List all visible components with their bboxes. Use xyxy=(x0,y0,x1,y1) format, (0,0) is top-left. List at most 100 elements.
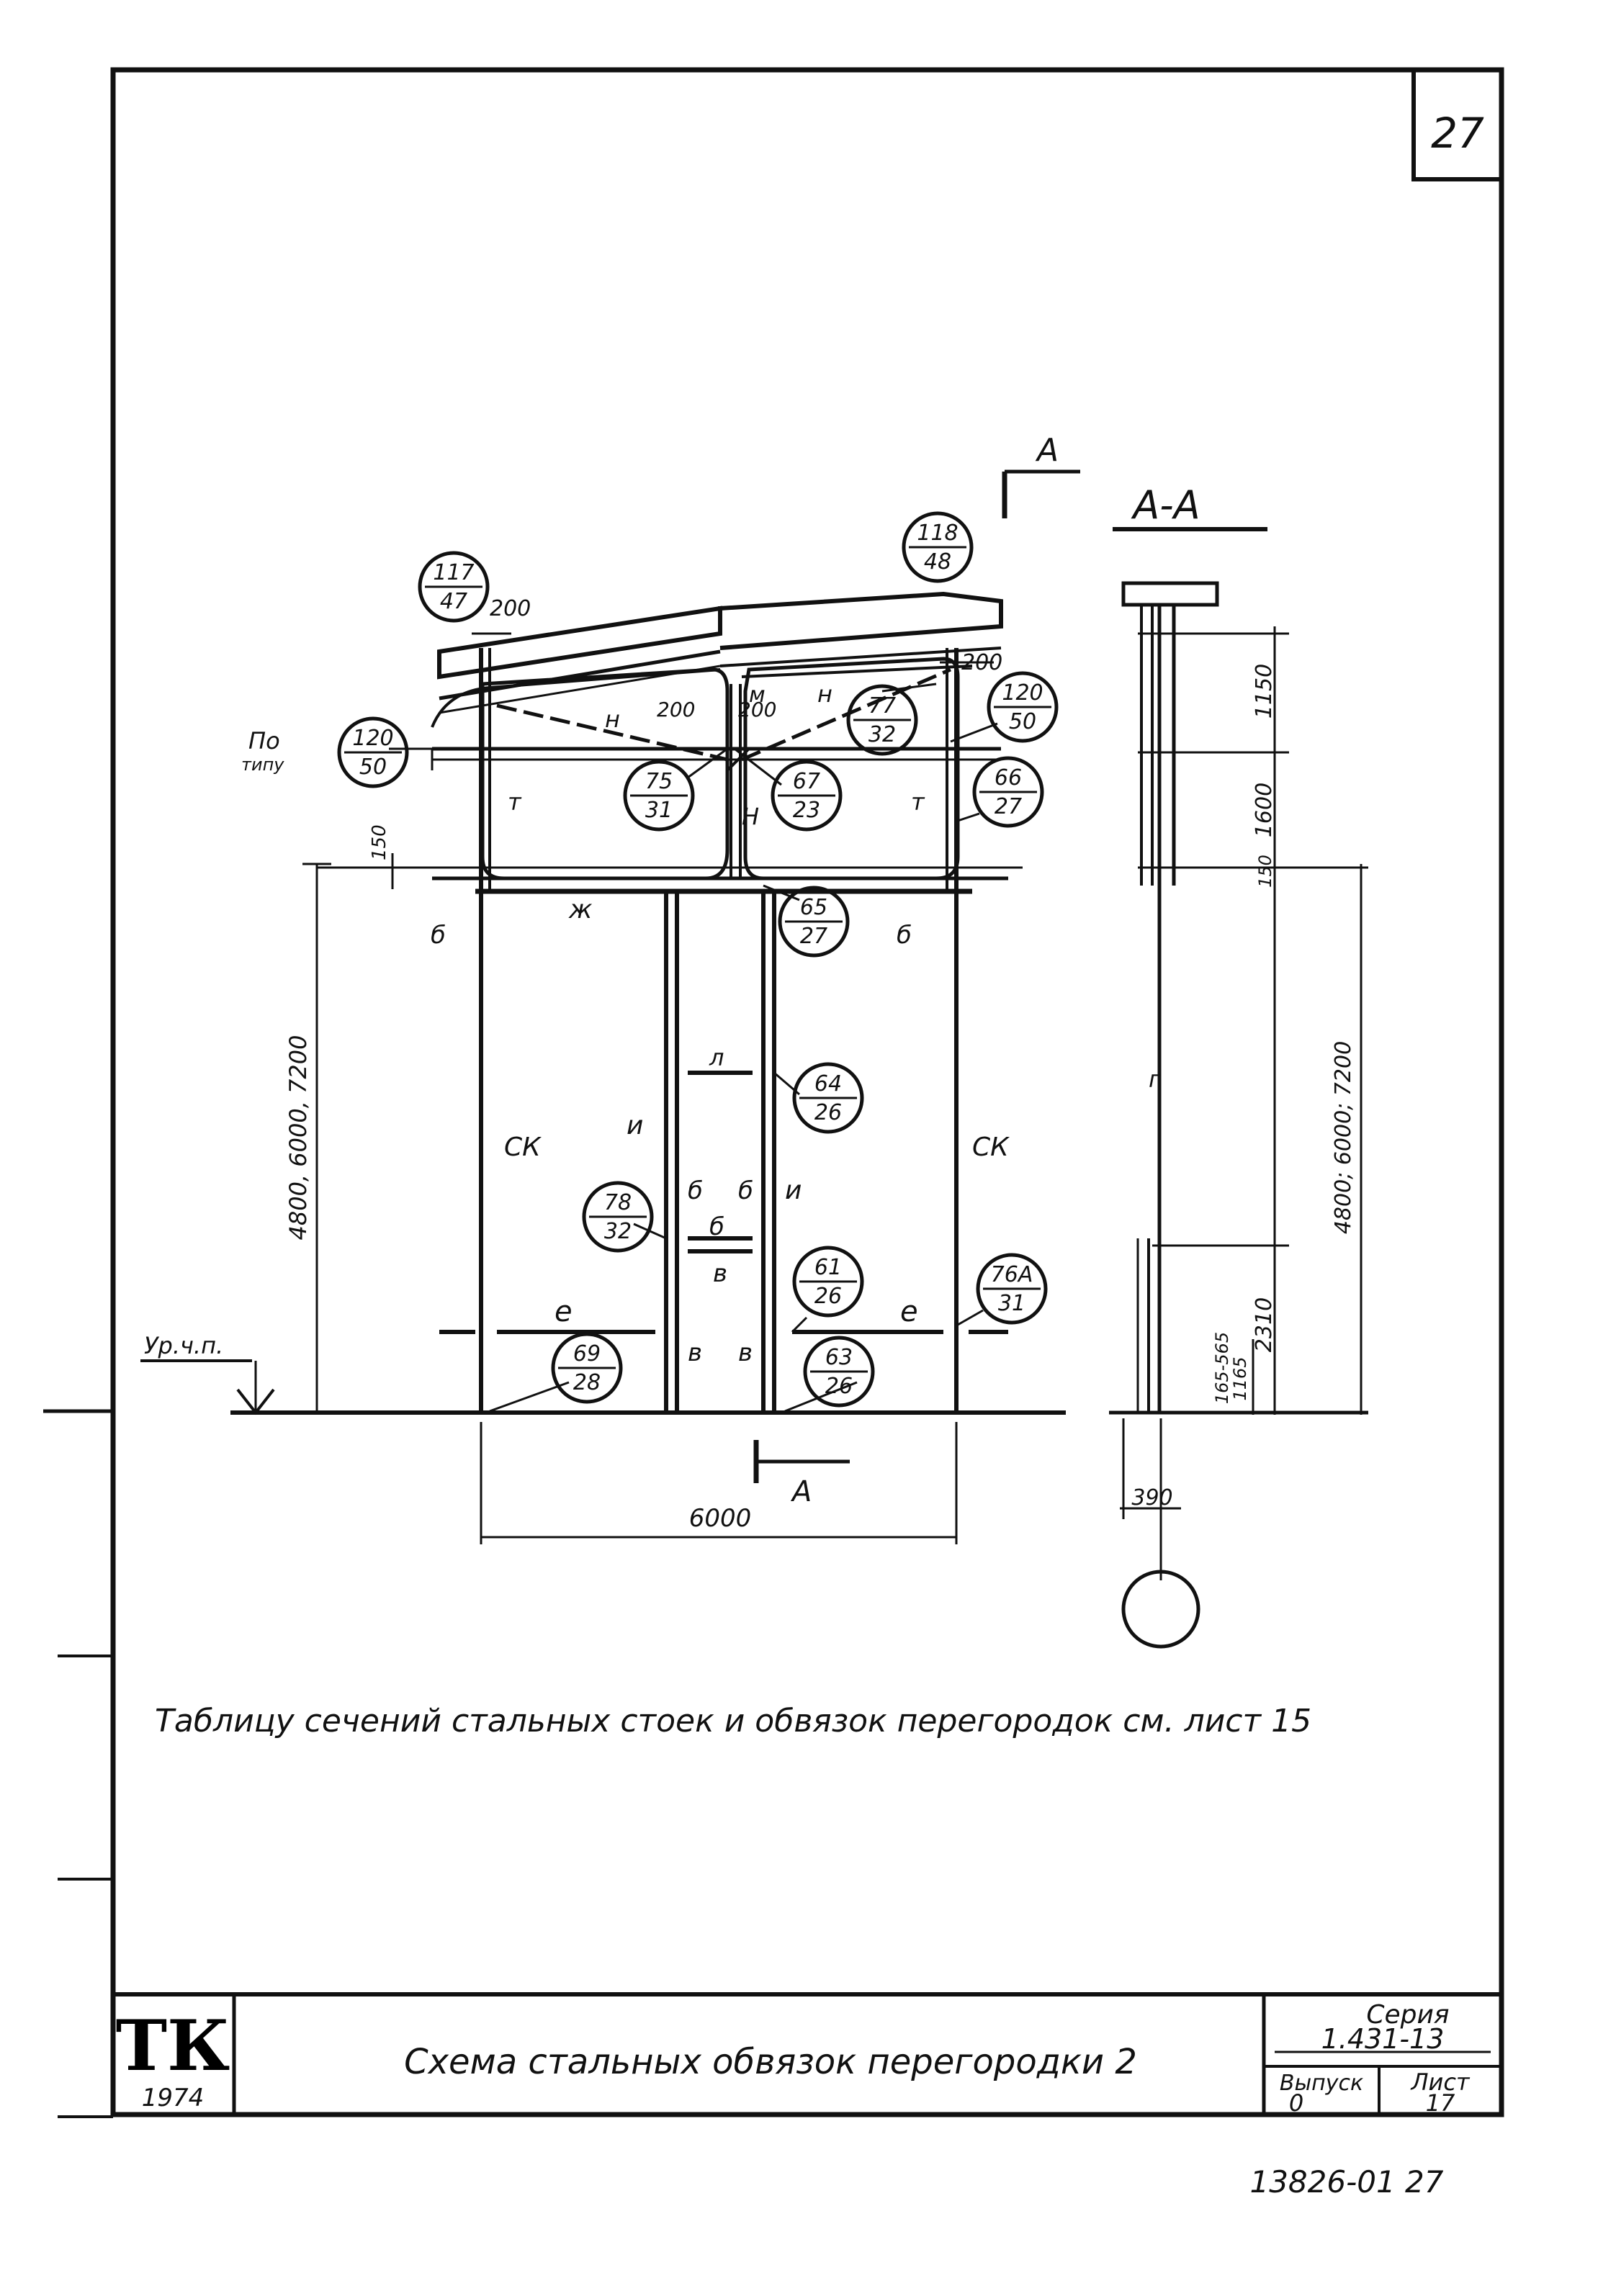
svg-text:200: 200 xyxy=(738,698,776,721)
section-cut-marks: А А xyxy=(753,432,1080,1508)
svg-text:СК: СК xyxy=(504,1133,542,1162)
svg-text:47: 47 xyxy=(440,589,467,614)
svg-text:390: 390 xyxy=(1131,1485,1172,1511)
svg-text:е: е xyxy=(900,1295,918,1328)
svg-text:1165: 1165 xyxy=(1230,1356,1250,1400)
dimension-lines xyxy=(302,632,994,1544)
section-table-note: Таблицу сечений стальных стоек и обвязок… xyxy=(155,1703,1311,1739)
callout-circle: 120 50 xyxy=(337,716,409,788)
svg-text:67: 67 xyxy=(793,769,820,794)
svg-text:117: 117 xyxy=(433,560,474,585)
truss xyxy=(480,657,960,881)
svg-text:27: 27 xyxy=(995,794,1022,819)
svg-text:б: б xyxy=(431,921,446,950)
horizontal-members xyxy=(317,747,1023,894)
svg-text:б: б xyxy=(897,921,912,950)
svg-text:2310: 2310 xyxy=(1252,1297,1277,1352)
axis-marker-circle xyxy=(1121,1570,1200,1649)
svg-text:200: 200 xyxy=(490,596,531,621)
svg-text:в: в xyxy=(738,1338,753,1367)
callout-circle: 77 32 xyxy=(846,684,918,756)
svg-text:118: 118 xyxy=(917,521,958,546)
svg-text:м: м xyxy=(749,683,766,708)
callout-circle: 66 27 xyxy=(972,756,1044,828)
svg-text:61: 61 xyxy=(814,1255,842,1280)
elevation-view: Ур.ч.п. А А xyxy=(140,432,1080,1544)
svg-text:120: 120 xyxy=(1002,680,1043,706)
svg-text:6000: 6000 xyxy=(689,1504,752,1533)
svg-text:СК: СК xyxy=(972,1133,1010,1162)
svg-text:28: 28 xyxy=(573,1370,601,1395)
svg-text:По: По xyxy=(248,727,280,755)
svg-text:63: 63 xyxy=(825,1345,853,1370)
svg-text:65: 65 xyxy=(800,895,827,920)
svg-text:165-565: 165-565 xyxy=(1212,1332,1232,1404)
sheet-frame xyxy=(43,67,1504,2118)
issue-value: 0 xyxy=(1289,2089,1303,2117)
section-letter-bottom: А xyxy=(790,1475,812,1508)
svg-text:г: г xyxy=(1149,1066,1161,1093)
columns xyxy=(479,648,959,1411)
section-view: А-А г 1150 1600 150 4800; 6000; 7200 231… xyxy=(1109,482,1368,1649)
svg-text:26: 26 xyxy=(814,1284,842,1309)
callout-circle: 118 48 xyxy=(902,511,974,583)
svg-text:Н: Н xyxy=(742,803,759,830)
callout-circle: 120 50 xyxy=(987,671,1059,743)
svg-text:4800; 6000; 7200: 4800; 6000; 7200 xyxy=(1331,1041,1356,1234)
callout-circle: 67 23 xyxy=(771,760,843,832)
svg-text:66: 66 xyxy=(995,765,1022,791)
svg-text:1150: 1150 xyxy=(1252,664,1277,719)
callout-circle: 65 27 xyxy=(778,886,850,958)
svg-text:т: т xyxy=(911,788,925,816)
logo-tk: ТК xyxy=(116,2005,230,2086)
callout-circle: 75 31 xyxy=(623,760,695,832)
svg-text:в: в xyxy=(713,1259,727,1288)
callout-circle: 69 28 xyxy=(551,1332,623,1404)
svg-text:50: 50 xyxy=(1009,709,1036,734)
svg-text:26: 26 xyxy=(814,1100,842,1125)
sheet-number-box: 27 xyxy=(1411,68,1504,181)
svg-text:н: н xyxy=(605,706,620,733)
svg-text:23: 23 xyxy=(793,798,820,823)
svg-text:50: 50 xyxy=(359,755,387,780)
dimension-texts: 200 200 200 200 150 6000 4800, 6000, 720… xyxy=(284,596,1002,1533)
archive-stamp: 13826-01 27 xyxy=(1249,2164,1443,2200)
svg-text:64: 64 xyxy=(814,1071,842,1097)
svg-text:31: 31 xyxy=(645,798,673,823)
issue-label: Выпуск xyxy=(1280,2071,1363,2096)
roof-slabs xyxy=(431,591,1003,728)
svg-text:31: 31 xyxy=(998,1291,1025,1316)
svg-text:78: 78 xyxy=(604,1190,632,1215)
section-title: А-А xyxy=(1131,482,1200,528)
callout-circle: 61 26 xyxy=(792,1246,864,1318)
svg-text:32: 32 xyxy=(604,1219,632,1244)
svg-text:120: 120 xyxy=(352,726,393,751)
sheet-number: 27 xyxy=(1431,109,1484,158)
series-value: 1.431-13 xyxy=(1321,2023,1445,2055)
svg-text:ж: ж xyxy=(568,895,593,924)
callout-circle: 63 26 xyxy=(803,1336,875,1408)
series-label: Серия xyxy=(1366,2000,1449,2030)
callout-circle: 76А 31 xyxy=(976,1253,1048,1325)
title-block: ТК 1974 Схема стальных обвязок перегород… xyxy=(113,1992,1501,2117)
svg-text:н: н xyxy=(817,680,832,708)
svg-text:е: е xyxy=(555,1295,573,1328)
svg-text:150: 150 xyxy=(1255,855,1275,888)
svg-text:76А: 76А xyxy=(991,1262,1033,1287)
element-letter-labels: По типу м н н Н т т ж б б б б б и и л е … xyxy=(241,680,1010,1367)
svg-text:б: б xyxy=(688,1176,703,1205)
callout-circle: 117 47 xyxy=(418,551,490,623)
svg-text:26: 26 xyxy=(825,1374,853,1399)
svg-text:200: 200 xyxy=(657,698,695,721)
svg-text:69: 69 xyxy=(573,1341,601,1367)
svg-text:77: 77 xyxy=(868,693,896,719)
svg-text:б: б xyxy=(738,1176,753,1205)
svg-text:и: и xyxy=(627,1111,643,1140)
svg-text:4800, 6000, 7200: 4800, 6000, 7200 xyxy=(284,1035,312,1241)
svg-text:и: и xyxy=(785,1176,802,1205)
svg-text:л: л xyxy=(709,1044,724,1071)
svg-text:в: в xyxy=(688,1338,702,1367)
drawing-title: Схема стальных обвязок перегородки 2 xyxy=(404,2042,1137,2082)
label-ur-ch-p: Ур.ч.п. xyxy=(144,1332,223,1359)
sheet-value: 17 xyxy=(1426,2089,1455,2117)
